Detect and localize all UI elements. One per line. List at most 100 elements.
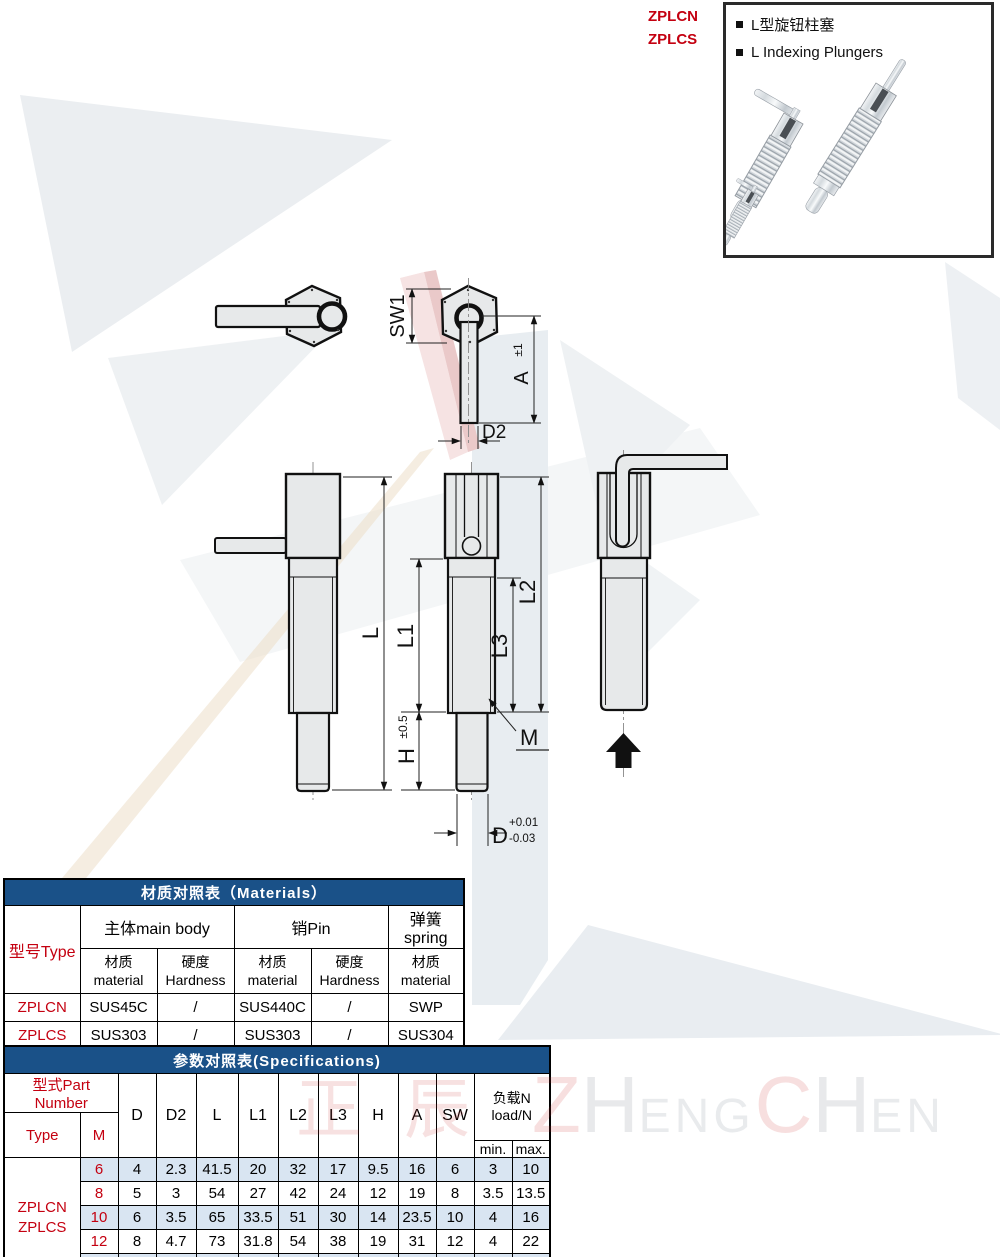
bullet-square-icon [736, 21, 743, 28]
header-cell: 硬度 Hardness [156, 948, 235, 994]
data-cell: 33.5 [237, 1205, 279, 1230]
header-cell: 材质 material [233, 948, 312, 994]
data-cell: 3 [155, 1181, 197, 1206]
header-cell: D [117, 1073, 157, 1158]
dim-label-d-minus: -0.03 [509, 833, 535, 845]
data-cell: 20 [237, 1157, 279, 1182]
data-cell: 5 [117, 1181, 157, 1206]
drawing-side-view-folded [596, 450, 728, 778]
data-cell: 31 [397, 1229, 437, 1254]
m-value: 10 [79, 1205, 119, 1230]
data-cell: 12 [435, 1229, 475, 1254]
model-codes: ZPLCN ZPLCS [648, 5, 702, 51]
data-cell: 3.5 [155, 1205, 197, 1230]
data-cell: 23 [511, 1253, 551, 1257]
materials-group-pin: 销Pin [233, 905, 389, 949]
table-row: ZPLCN SUS45C / SUS440C / SWP [3, 993, 465, 1022]
bullet-cn: L型旋钮柱塞 [736, 14, 991, 35]
spec-header-row-3: min. max. [4, 1140, 551, 1158]
m-header: M [79, 1112, 119, 1158]
data-cell: 42 [277, 1181, 319, 1206]
header-cell: L2 [277, 1073, 319, 1158]
data-cell: 9.5 [357, 1157, 399, 1182]
spec-header-row-1: 型式Part Number D D2 L L1 L2 L3 H A SW 负载N… [3, 1073, 551, 1158]
type-value: ZPLCN ZPLCS [3, 1157, 81, 1257]
data-cell: 4 [473, 1253, 513, 1257]
data-cell: SUS45C [79, 993, 158, 1022]
data-cell: 13.5 [511, 1181, 551, 1206]
dim-label-l3: L3 [487, 634, 512, 658]
drawing-top-view-left [214, 284, 348, 348]
spec-header-row-2: Type M [3, 1112, 550, 1158]
materials-group-main-body: 主体main body [79, 905, 235, 949]
data-cell: 16 [511, 1205, 551, 1230]
table-row: 16 10 4.7 102.5 50.5 77.5 44.5 25 33 16 … [4, 1253, 551, 1257]
dim-label-d2: D2 [482, 422, 506, 443]
data-cell: 23.5 [397, 1205, 437, 1230]
data-cell: 27 [237, 1181, 279, 1206]
product-photo-box: L型旋钮柱塞 L Indexing Plungers [723, 2, 994, 258]
table-row: 12 8 4.7 73 31.8 54 38 19 31 12 4 22 [4, 1229, 551, 1254]
table-row: 8 5 3 54 27 42 24 12 19 8 3.5 13.5 [4, 1181, 551, 1206]
data-cell: 22 [511, 1229, 551, 1254]
header-cell: 材质 material [387, 948, 465, 994]
model-code-zplcs: ZPLCS [648, 31, 698, 48]
drawing-side-view-dimensioned [443, 462, 500, 800]
materials-title-row: 材质对照表（Materials） [3, 878, 465, 906]
spec-table-title: 参数对照表(Specifications) [3, 1045, 551, 1074]
bullet-cn-label: L型旋钮柱塞 [751, 17, 835, 34]
data-cell: 19 [357, 1229, 399, 1254]
load-header: 负载N load/N [473, 1073, 551, 1141]
data-cell: 73 [195, 1229, 239, 1254]
type-header: Type [3, 1112, 81, 1158]
materials-group-spring: 弹簧spring [387, 905, 465, 949]
data-cell: 32 [277, 1157, 319, 1182]
data-cell: 2.3 [155, 1157, 197, 1182]
spec-title-row: 参数对照表(Specifications) [3, 1045, 551, 1074]
bullet-square-icon [736, 49, 743, 56]
data-cell: 77.5 [277, 1253, 319, 1257]
data-cell: 10 [117, 1253, 157, 1257]
data-cell: SUS440C [233, 993, 312, 1022]
data-cell: 30 [317, 1205, 359, 1230]
data-cell: / [310, 993, 389, 1022]
data-cell: 4.7 [155, 1229, 197, 1254]
materials-group-row: 型号Type 主体main body 销Pin 弹簧spring [3, 905, 465, 994]
data-cell: 10 [435, 1205, 475, 1230]
data-cell: 44.5 [317, 1253, 359, 1257]
data-cell: 17 [317, 1157, 359, 1182]
data-cell: 6 [117, 1205, 157, 1230]
data-cell: 4.7 [155, 1253, 197, 1257]
header-cell: L [195, 1073, 239, 1158]
technical-drawing: SW1 A ±1 D2 L L1 L2 L3 H ±0.5 M D +0.01 … [214, 278, 728, 848]
data-cell: 51 [277, 1205, 319, 1230]
part-number-header: 型式Part Number [3, 1073, 119, 1113]
table-row: ZPLCN ZPLCS 6 4 2.3 41.5 20 32 17 9.5 16… [3, 1157, 551, 1257]
data-cell: 14 [357, 1205, 399, 1230]
load-max-header: max. [511, 1140, 551, 1158]
header-cell: A [397, 1073, 437, 1158]
data-cell: 3.5 [473, 1181, 513, 1206]
data-cell: / [156, 993, 235, 1022]
header-cell: L1 [237, 1073, 279, 1158]
dim-label-d: D [492, 823, 508, 848]
plunger-photo-small [726, 178, 759, 246]
header-cell: 硬度 Hardness [310, 948, 389, 994]
header-cell: H [357, 1073, 399, 1158]
header-cell: SW [435, 1073, 475, 1158]
m-value: 6 [79, 1157, 119, 1182]
data-cell: 24 [317, 1181, 359, 1206]
dim-label-a: A [511, 371, 533, 385]
dim-label-d-plus: +0.01 [509, 817, 538, 829]
data-cell: 3 [473, 1157, 513, 1182]
header-cell: D2 [155, 1073, 197, 1158]
m-value: 8 [79, 1181, 119, 1206]
data-cell: 8 [435, 1181, 475, 1206]
data-cell: 8 [117, 1229, 157, 1254]
materials-table: 材质对照表（Materials） 型号Type 主体main body 销Pin… [3, 878, 466, 1051]
table-row: 10 6 3.5 65 33.5 51 30 14 23.5 10 4 16 [4, 1205, 551, 1230]
dim-label-h-tol: ±0.5 [396, 715, 410, 739]
data-cell: 12 [357, 1181, 399, 1206]
dim-label-l2: L2 [515, 580, 540, 604]
materials-type-header: 型号Type [3, 905, 81, 994]
